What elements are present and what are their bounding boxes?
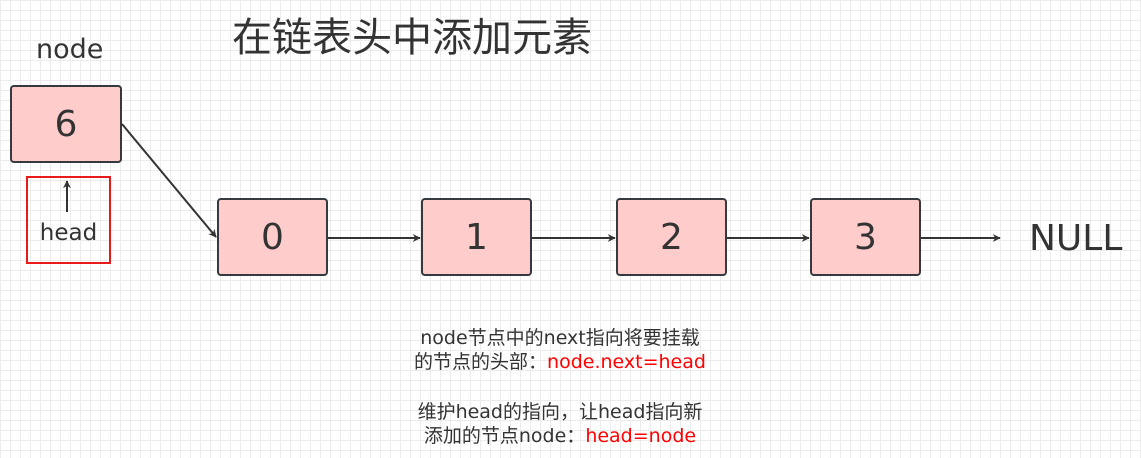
diagram-title: 在链表头中添加元素	[232, 15, 592, 61]
list-node-0: 0	[217, 198, 328, 276]
list-node-3: 3	[810, 198, 921, 276]
note-line: 维护head的指向，让head指向新	[417, 401, 703, 423]
note-code: node.next=head	[547, 351, 706, 373]
note-node-next: node节点中的next指向将要挂载 的节点的头部：node.next=head	[340, 326, 780, 374]
list-node-1: 1	[421, 198, 532, 276]
new-node-value: 6	[54, 103, 78, 145]
note-text: 的节点的头部：	[414, 351, 548, 373]
note-head-update: 维护head的指向，让head指向新 添加的节点node：head=node	[340, 400, 780, 448]
note-text: 添加的节点node：	[423, 425, 586, 447]
head-pointer-label: head	[39, 220, 98, 246]
new-node-label: node	[36, 34, 104, 65]
note-line: 的节点的头部：node.next=head	[340, 350, 780, 374]
null-label: NULL	[1029, 218, 1123, 259]
list-node-value: 2	[660, 216, 683, 258]
head-pointer-box: head	[26, 176, 111, 264]
note-line: node节点中的next指向将要挂载	[420, 327, 700, 349]
list-node-value: 3	[854, 216, 877, 258]
new-node-next-arrow	[121, 123, 217, 238]
list-node-2: 2	[616, 198, 727, 276]
note-code: head=node	[585, 425, 697, 447]
list-node-value: 0	[261, 216, 284, 258]
new-node-box: 6	[10, 85, 122, 163]
list-node-value: 1	[465, 216, 488, 258]
note-line: 添加的节点node：head=node	[340, 424, 780, 448]
